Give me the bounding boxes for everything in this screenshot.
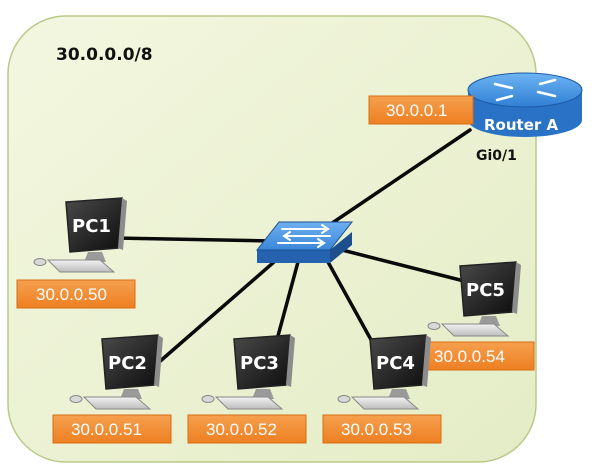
svg-text:30.0.0.52: 30.0.0.52 — [206, 420, 277, 439]
svg-text:30.0.0.50: 30.0.0.50 — [36, 285, 107, 304]
pc1-name: PC1 — [72, 216, 111, 237]
ip-label-pc1: 30.0.0.50 — [16, 279, 136, 309]
subnet-label: 30.0.0.0/8 — [56, 45, 153, 65]
pc1-keyboard — [46, 259, 116, 273]
pc2-name: PC2 — [108, 353, 147, 374]
link-pc5-switch — [340, 248, 470, 284]
svg-text:30.0.0.1: 30.0.0.1 — [386, 101, 447, 120]
pc3-mouse — [201, 395, 215, 403]
pc5-mouse — [427, 322, 441, 330]
switch-arrows-icon — [277, 224, 331, 248]
svg-text:30.0.0.51: 30.0.0.51 — [71, 420, 142, 439]
ip-label-pc3: 30.0.0.52 — [187, 414, 307, 444]
pc2-keyboard — [82, 396, 152, 410]
pc3[interactable]: PC3 — [201, 334, 295, 410]
svg-text:30.0.0.53: 30.0.0.53 — [341, 420, 412, 439]
switch[interactable] — [255, 221, 354, 263]
pc3-keyboard — [214, 396, 284, 410]
pc4-monitor-edge — [422, 335, 431, 387]
router[interactable]: Router A — [467, 72, 583, 137]
links — [113, 128, 472, 367]
pc4-keyboard — [350, 396, 420, 410]
ip-label-router: 30.0.0.1 — [368, 95, 474, 125]
switch-side — [257, 250, 330, 263]
switch-right — [330, 232, 352, 263]
pc3-name: PC3 — [240, 353, 279, 374]
pc2-monitor-edge — [154, 335, 163, 387]
pc5[interactable]: PC5 — [427, 261, 521, 337]
pc5-monitor-edge — [512, 262, 521, 314]
pc4[interactable]: PC4 — [337, 334, 431, 410]
pc5-name: PC5 — [466, 280, 505, 301]
pc2[interactable]: PC2 — [69, 334, 163, 410]
pc4-name: PC4 — [376, 353, 415, 374]
svg-text:30.0.0.54: 30.0.0.54 — [434, 347, 505, 366]
ip-label-pc2: 30.0.0.51 — [52, 414, 172, 444]
ip-label-pc4: 30.0.0.53 — [322, 414, 442, 444]
router-interface-label: Gi0/1 — [476, 148, 517, 164]
link-pc1-switch — [113, 236, 274, 243]
pc4-mouse — [337, 395, 351, 403]
router-name: Router A — [484, 116, 558, 134]
ip-label-pc5: 30.0.0.54 — [415, 341, 535, 371]
pc3-monitor-edge — [286, 335, 295, 387]
link-router-switch — [308, 128, 472, 240]
pc2-mouse — [69, 395, 83, 403]
router-bottom — [468, 103, 582, 137]
pc1-monitor-edge — [118, 198, 127, 250]
pc5-keyboard — [440, 323, 510, 337]
pc1[interactable]: PC1 — [33, 197, 127, 273]
router-top — [467, 72, 583, 108]
link-pc2-switch — [156, 253, 284, 365]
link-pc3-switch — [273, 260, 300, 349]
pc1-mouse — [33, 258, 47, 266]
router-arrows-icon — [493, 78, 557, 102]
